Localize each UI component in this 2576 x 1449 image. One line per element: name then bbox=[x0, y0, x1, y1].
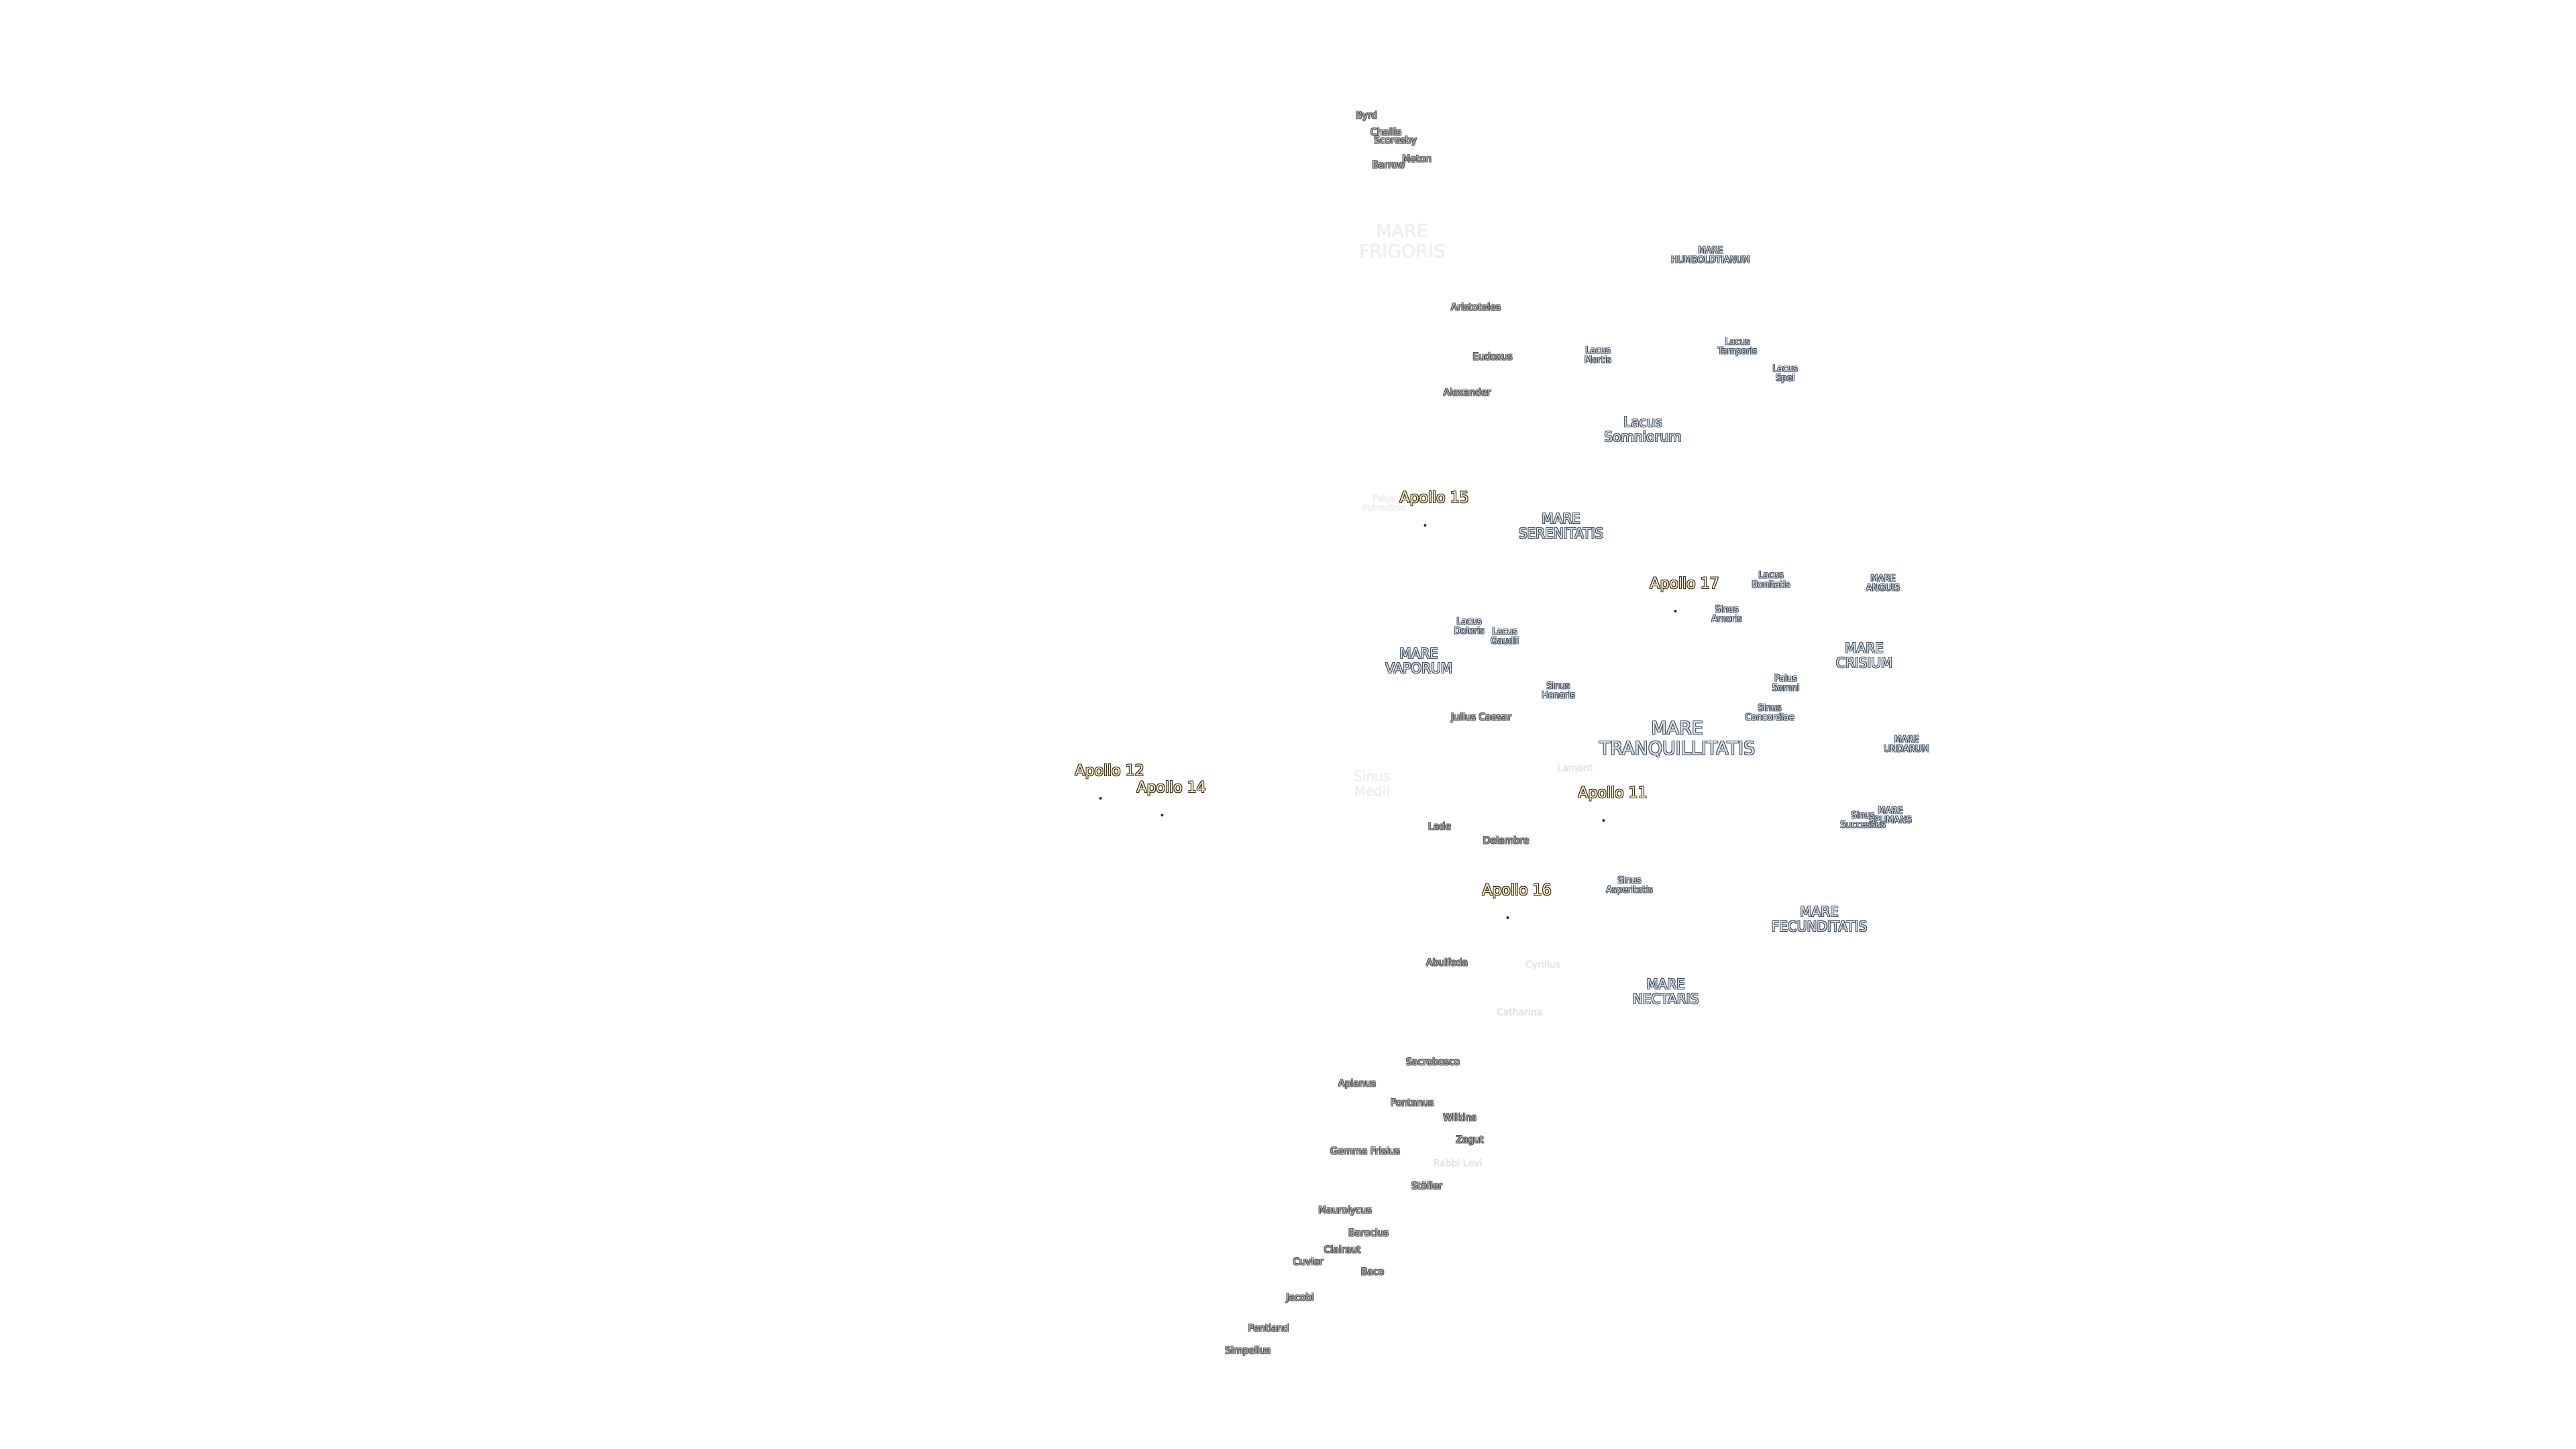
sea-label-lacus-mortis: Lacus Mortis bbox=[1585, 345, 1611, 366]
apollo-site-name: Apollo 11 bbox=[1578, 785, 1648, 802]
crater-label-cyrillus: Cyrillus bbox=[1525, 959, 1560, 971]
sea-label-palus-putredinis: Palus Putredinis bbox=[1362, 494, 1406, 514]
crater-label-gemma-frisius: Gemma Frisius bbox=[1330, 1146, 1400, 1157]
apollo-site-label-apollo-14[interactable]: Apollo 14 bbox=[1118, 764, 1206, 849]
sea-label-mare-humboldtianum: MARE HUMBOLDTIANUM bbox=[1671, 246, 1750, 266]
crater-label-julius-caesar: Julius Caesar bbox=[1451, 712, 1511, 723]
apollo-site-name: Apollo 12 bbox=[1075, 763, 1144, 780]
landing-site-marker-icon bbox=[1160, 813, 1163, 816]
crater-label-maurolycus: Maurolycus bbox=[1318, 1205, 1372, 1216]
crater-label-stoefler: Stöfler bbox=[1411, 1181, 1443, 1192]
crater-label-sacrobosco: Sacrobosco bbox=[1405, 1057, 1460, 1068]
sea-label-sinus-concordiae: Sinus Concordiae bbox=[1745, 703, 1794, 723]
crater-label-byrd: Byrd bbox=[1355, 110, 1378, 121]
sea-label-mare-crisium: MARE CRISIUM bbox=[1835, 640, 1893, 671]
apollo-site-label-apollo-17[interactable]: Apollo 17 bbox=[1631, 560, 1719, 645]
sea-label-lacus-doloris: Lacus Doloris bbox=[1454, 616, 1485, 637]
crater-label-challis: Challis bbox=[1370, 127, 1402, 138]
sea-label-lacus-spei: Lacus Spei bbox=[1772, 364, 1798, 384]
apollo-site-label-apollo-12[interactable]: Apollo 12 bbox=[1056, 747, 1144, 832]
sea-label-lacus-bonitatis: Lacus Bonitatis bbox=[1752, 570, 1790, 590]
crater-label-zagut: Zagut bbox=[1456, 1134, 1484, 1146]
sea-label-sinus-asperitatis: Sinus Asperitatis bbox=[1606, 875, 1653, 896]
landing-site-marker-icon bbox=[1505, 916, 1509, 919]
sea-label-mare-serenitatis: MARE SERENITATIS bbox=[1518, 511, 1604, 541]
sea-label-mare-undarum: MARE UNDARUM bbox=[1884, 735, 1929, 755]
crater-label-catharina: Catharina bbox=[1496, 1007, 1543, 1018]
apollo-site-name: Apollo 17 bbox=[1650, 576, 1719, 593]
crater-label-lamont: Lamont bbox=[1557, 763, 1593, 774]
crater-label-eudoxus: Eudoxus bbox=[1472, 352, 1513, 363]
sea-label-mare-fecunditatis: MARE FECUNDITATIS bbox=[1771, 904, 1868, 934]
sea-label-lacus-somniorum: Lacus Somniorum bbox=[1604, 414, 1682, 445]
sea-label-mare-vaporum: MARE VAPORUM bbox=[1385, 645, 1452, 676]
crater-label-clairaut: Clairaut bbox=[1324, 1244, 1361, 1256]
sea-label-mare-tranquillitatis: MARE TRANQUILLITATIS bbox=[1599, 718, 1756, 759]
apollo-site-label-apollo-16[interactable]: Apollo 16 bbox=[1463, 867, 1552, 951]
sea-label-mare-frigoris: MARE FRIGORIS bbox=[1358, 221, 1446, 262]
crater-label-lade: Lade bbox=[1428, 821, 1451, 833]
landing-site-marker-icon bbox=[1423, 523, 1426, 527]
sea-label-mare-nectaris: MARE NECTARIS bbox=[1632, 976, 1699, 1007]
apollo-site-label-apollo-15[interactable]: Apollo 15 bbox=[1381, 474, 1469, 559]
crater-label-wilkins: Wilkins bbox=[1443, 1112, 1477, 1124]
crater-label-alexander: Alexander bbox=[1443, 387, 1491, 398]
crater-label-barocius: Barocius bbox=[1348, 1228, 1389, 1239]
sea-label-sinus-medii: Sinus Medii bbox=[1353, 768, 1391, 799]
crater-label-cuvier: Cuvier bbox=[1293, 1256, 1324, 1268]
crater-label-pentland: Pentland bbox=[1248, 1323, 1289, 1334]
landing-site-marker-icon bbox=[1673, 609, 1676, 612]
sea-label-lacus-temporis: Lacus Temporis bbox=[1717, 337, 1758, 357]
crater-label-barrow: Barrow bbox=[1372, 160, 1405, 171]
sea-label-sinus-amoris: Sinus Amoris bbox=[1711, 604, 1742, 625]
landing-site-marker-icon bbox=[1601, 818, 1605, 822]
sea-label-mare-spumans: MARE SPUMANS bbox=[1869, 806, 1912, 826]
sea-label-sinus-successus: Sinus Successus bbox=[1840, 810, 1886, 830]
crater-label-jacobi: Jacobi bbox=[1286, 1292, 1314, 1303]
crater-label-simpelius: Simpelius bbox=[1225, 1345, 1271, 1356]
sea-label-palus-somni: Palus Somni bbox=[1772, 674, 1800, 694]
apollo-site-label-apollo-11[interactable]: Apollo 11 bbox=[1559, 769, 1648, 854]
crater-label-delambre: Delambre bbox=[1483, 835, 1529, 847]
crater-label-abulfeda: Abulfeda bbox=[1426, 957, 1468, 969]
crater-label-scoresby: Scoresby bbox=[1374, 135, 1417, 146]
crater-label-baco: Baco bbox=[1360, 1267, 1385, 1278]
sea-label-lacus-gaudii: Lacus Gaudii bbox=[1491, 627, 1519, 647]
sea-label-mare-anguis: MARE ANGUIS bbox=[1866, 574, 1900, 594]
crater-label-apianus: Apianus bbox=[1338, 1078, 1376, 1089]
sea-label-sinus-honoris: Sinus Honoris bbox=[1542, 681, 1575, 701]
apollo-site-name: Apollo 16 bbox=[1482, 882, 1552, 900]
crater-label-aristoteles: Aristoteles bbox=[1450, 302, 1501, 313]
apollo-site-name: Apollo 14 bbox=[1136, 780, 1206, 797]
crater-label-meton: Meton bbox=[1402, 154, 1432, 165]
apollo-site-name: Apollo 15 bbox=[1399, 490, 1469, 507]
landing-site-marker-icon bbox=[1098, 796, 1102, 800]
crater-label-pontanus: Pontanus bbox=[1390, 1097, 1434, 1109]
crater-label-rabbi-levi: Rabbi Levi bbox=[1433, 1158, 1483, 1169]
